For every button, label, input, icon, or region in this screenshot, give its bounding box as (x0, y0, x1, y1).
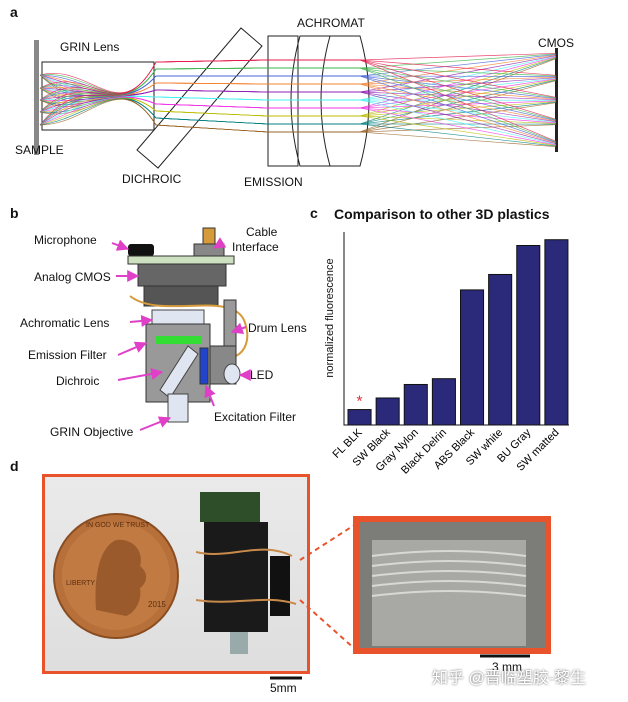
sample-label: SAMPLE (15, 143, 64, 157)
zoom-line-bottom (299, 599, 357, 651)
dichroic-b-label: Dichroic (56, 374, 100, 388)
ray (39, 96, 557, 145)
scale-label-right: 3 mm (492, 660, 522, 674)
scope-top-board (200, 492, 260, 522)
analog-cmos-label: Analog CMOS (34, 270, 111, 284)
grin-objective-shape (167, 393, 189, 423)
ray-bundle (39, 52, 557, 148)
ray (39, 75, 557, 143)
asterisk-annotation: * (356, 394, 362, 411)
emission-filter-shape (267, 35, 299, 167)
bar (544, 239, 569, 426)
emission-label: EMISSION (244, 175, 303, 189)
thread-lines (371, 550, 527, 597)
bar (516, 245, 541, 426)
emission-filter-block (156, 336, 202, 344)
bar (460, 289, 485, 426)
ray (39, 98, 557, 147)
led-shape (199, 347, 209, 385)
cable-label-2: Interface (232, 240, 279, 254)
chart-title: Comparison to other 3D plastics (334, 206, 550, 222)
scope-side (270, 556, 290, 616)
cmos-bar (555, 48, 558, 152)
panel-b-letter: b (10, 205, 19, 221)
optical-diagram (34, 27, 558, 169)
drum-lens-label: Drum Lens (248, 321, 307, 335)
coin-top-text: IN GOD WE TRUST (86, 522, 150, 529)
zoom-line-top (299, 523, 357, 561)
grin-lens-shape (41, 61, 155, 131)
excitation-filter-label: Excitation Filter (214, 410, 297, 424)
achromatic-lens-label: Achromatic Lens (20, 316, 110, 330)
achromat-label: ACHROMAT (297, 16, 365, 30)
dichroic-mirror-shape (159, 345, 199, 399)
ray (39, 89, 557, 145)
panel-d-letter: d (10, 458, 19, 474)
led-label: LED (250, 368, 274, 382)
panel-c-letter: c (310, 205, 318, 221)
grin-objective-label: GRIN Objective (50, 425, 134, 439)
bar (431, 378, 456, 426)
dichroic-label: DICHROIC (122, 172, 182, 186)
lincoln-profile (95, 539, 147, 616)
ray (39, 97, 557, 146)
bar (403, 383, 428, 426)
cmos-label: CMOS (538, 36, 574, 50)
watermark: 知乎 @晋临塑胶-黎生 (432, 670, 587, 687)
sample-bar (34, 40, 39, 155)
ray (39, 67, 557, 143)
microphone-label: Microphone (34, 233, 97, 247)
bar (375, 397, 400, 426)
scope-wire (195, 548, 297, 605)
ray (39, 59, 557, 142)
callout-arrows (111, 237, 251, 431)
panel-a-letter: a (10, 4, 18, 20)
microphone-shape (128, 244, 154, 256)
cable-label-1: Cable (246, 225, 278, 239)
wire-loop (129, 295, 249, 357)
coin-year: 2015 (148, 600, 166, 609)
grin-lens-label: GRIN Lens (60, 40, 120, 54)
scope-body (204, 522, 268, 632)
ray (39, 98, 557, 148)
scale-label-left: 5mm (270, 681, 297, 695)
coin-side-text: LIBERTY (66, 580, 96, 587)
emission-filter-label: Emission Filter (28, 348, 107, 362)
bar (347, 409, 372, 426)
microscope-diagram (111, 227, 251, 431)
scope-objective (230, 632, 248, 654)
ray (39, 82, 557, 144)
bar (488, 273, 513, 426)
